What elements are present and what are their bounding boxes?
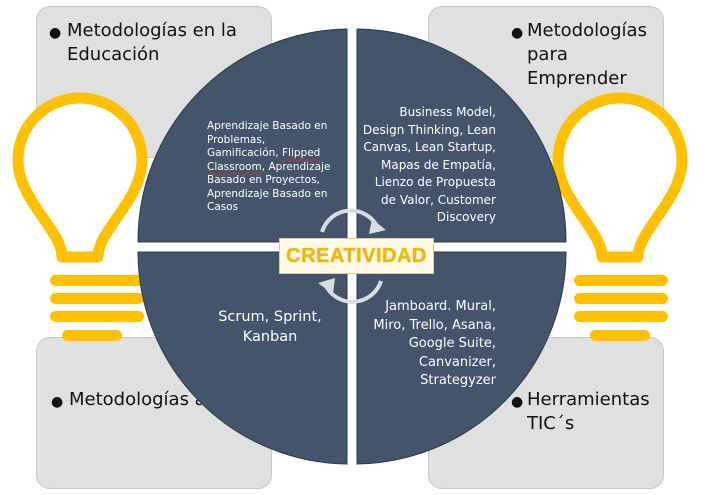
corner-label: Herramientas TIC´s bbox=[527, 389, 650, 434]
quadrant-text-entrepreneurship: Business Model, Design Thinking, Lean Ca… bbox=[362, 105, 496, 224]
cycle-arrows-icon bbox=[318, 208, 386, 304]
lightbulb-icon bbox=[12, 92, 148, 341]
bullet-icon: ● bbox=[49, 25, 62, 41]
bullet-icon: ● bbox=[511, 25, 524, 41]
quadrant-text-tools: Jamboard. Mural, Miro, Trello, Asana, Go… bbox=[373, 299, 496, 388]
bullet-icon: ● bbox=[51, 394, 64, 410]
quadrant-text-part: Aprendizaje Basado en Problemas, Gamific… bbox=[207, 120, 328, 159]
quadrant-text-agile: Scrum, Sprint, Kanban bbox=[218, 309, 322, 345]
corner-label: Metodologías en la Educación bbox=[67, 20, 237, 65]
quadrant-text-education: Aprendizaje Basado en Problemas, Gamific… bbox=[207, 120, 337, 215]
quadrant-bottom-right bbox=[356, 251, 567, 465]
quadrant-top-left bbox=[137, 28, 348, 243]
bullet-icon: ● bbox=[511, 394, 524, 410]
center-label-creativity: CREATIVIDAD bbox=[279, 238, 434, 274]
creativity-circle bbox=[137, 28, 567, 465]
flagged-term: Flipped Classroom bbox=[207, 147, 321, 173]
corner-label: Metodologías para Emprender bbox=[527, 20, 647, 89]
quadrant-bottom-left bbox=[137, 251, 348, 465]
lightbulb-icon bbox=[552, 92, 688, 341]
quadrant-top-right bbox=[356, 28, 567, 243]
quadrant-text-part: , Aprendizaje Basado en Proyectos, Apren… bbox=[207, 160, 331, 214]
